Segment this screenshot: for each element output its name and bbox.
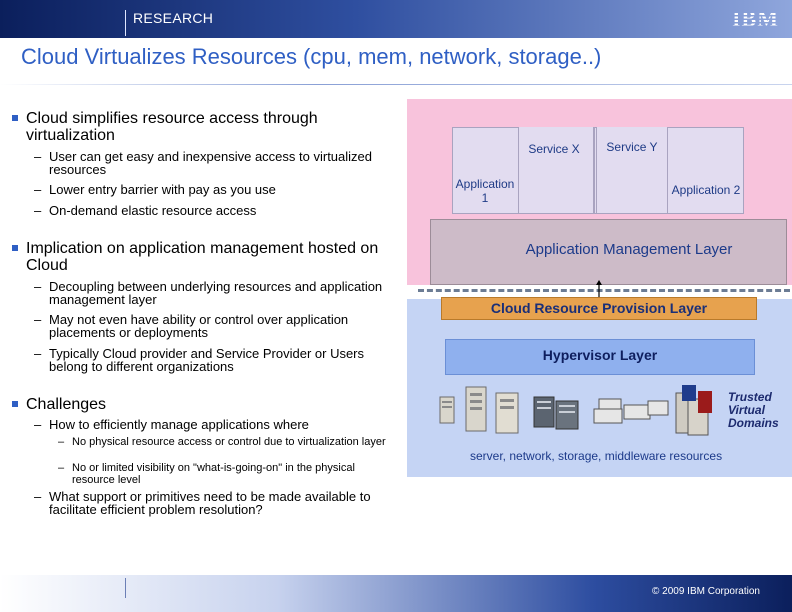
dash-icon: – — [34, 203, 42, 218]
dash-icon: – — [34, 279, 42, 294]
service-x-box — [518, 127, 594, 214]
copyright: © 2009 IBM Corporation — [652, 586, 760, 597]
application-1-label: Application 1 — [455, 177, 515, 205]
network-switch-icon — [593, 398, 669, 424]
bullet-1-sub-1: User can get easy and inexpensive access… — [49, 149, 373, 177]
bullet-1-sub-2: Lower entry barrier with pay as you use — [49, 182, 276, 197]
bullet-square-icon — [12, 115, 18, 121]
server-icon — [439, 396, 455, 424]
hardware-resources-icon — [439, 385, 712, 436]
trusted-domains-icon — [675, 385, 712, 436]
cloud-resource-provision-layer — [441, 297, 757, 320]
footer-bar — [0, 575, 792, 612]
storage-icon — [533, 396, 579, 430]
bullet-2-sub-3: Typically Cloud provider and Service Pro… — [49, 346, 365, 374]
service-x-label: Service X — [528, 142, 580, 156]
bullet-square-icon — [12, 401, 18, 407]
dash-icon: – — [34, 149, 42, 164]
bullet-1-sub-3: On-demand elastic resource access — [49, 203, 257, 218]
layer-divider — [418, 289, 790, 292]
dash-icon: – — [34, 346, 42, 361]
header-divider — [125, 10, 126, 36]
ibm-logo: IBM — [732, 6, 779, 31]
service-y-label: Service Y — [606, 140, 658, 154]
resources-label: server, network, storage, middleware res… — [470, 449, 723, 463]
dash-icon: – — [58, 436, 65, 448]
header-bar — [0, 0, 792, 38]
server-icon — [495, 392, 519, 434]
bullet-2-sub-1: Decoupling between underlying resources … — [49, 279, 383, 307]
application-2-label: Application 2 — [671, 183, 741, 197]
bullet-1: Cloud simplifies resource access through… — [26, 110, 318, 144]
hypervisor-layer-label: Hypervisor Layer — [542, 347, 658, 363]
slide-title: Cloud Virtualizes Resources (cpu, mem, n… — [21, 44, 602, 69]
bullet-2: Implication on application management ho… — [26, 240, 379, 274]
bullet-3-sub-1: How to efficiently manage applications w… — [49, 417, 309, 432]
dash-icon: – — [34, 182, 42, 197]
service-y-box — [596, 127, 668, 214]
application-management-layer — [430, 219, 787, 285]
application-management-layer-label: Application Management Layer — [525, 241, 733, 258]
bullet-square-icon — [12, 245, 18, 251]
bullet-3-sub-2: What support or primitives need to be ma… — [49, 489, 371, 517]
title-divider — [0, 84, 792, 85]
dash-icon: – — [58, 462, 65, 474]
dash-icon: – — [34, 312, 42, 327]
dash-icon: – — [34, 417, 42, 432]
bullet-3-subsub-1: No physical resource access or control d… — [72, 436, 386, 448]
dash-icon: – — [34, 489, 42, 504]
footer-divider — [125, 578, 126, 598]
server-icon — [465, 386, 487, 432]
bullet-2-sub-2: May not even have ability or control ove… — [49, 312, 349, 340]
hypervisor-layer — [445, 339, 755, 375]
section-label: RESEARCH — [133, 10, 214, 26]
trusted-domains-label: Trusted Virtual Domains — [728, 390, 779, 430]
bullet-3: Challenges — [26, 396, 107, 413]
cloud-resource-provision-layer-label: Cloud Resource Provision Layer — [490, 300, 708, 316]
bullet-3-subsub-2: No or limited visibility on "what-is-goi… — [72, 462, 355, 486]
